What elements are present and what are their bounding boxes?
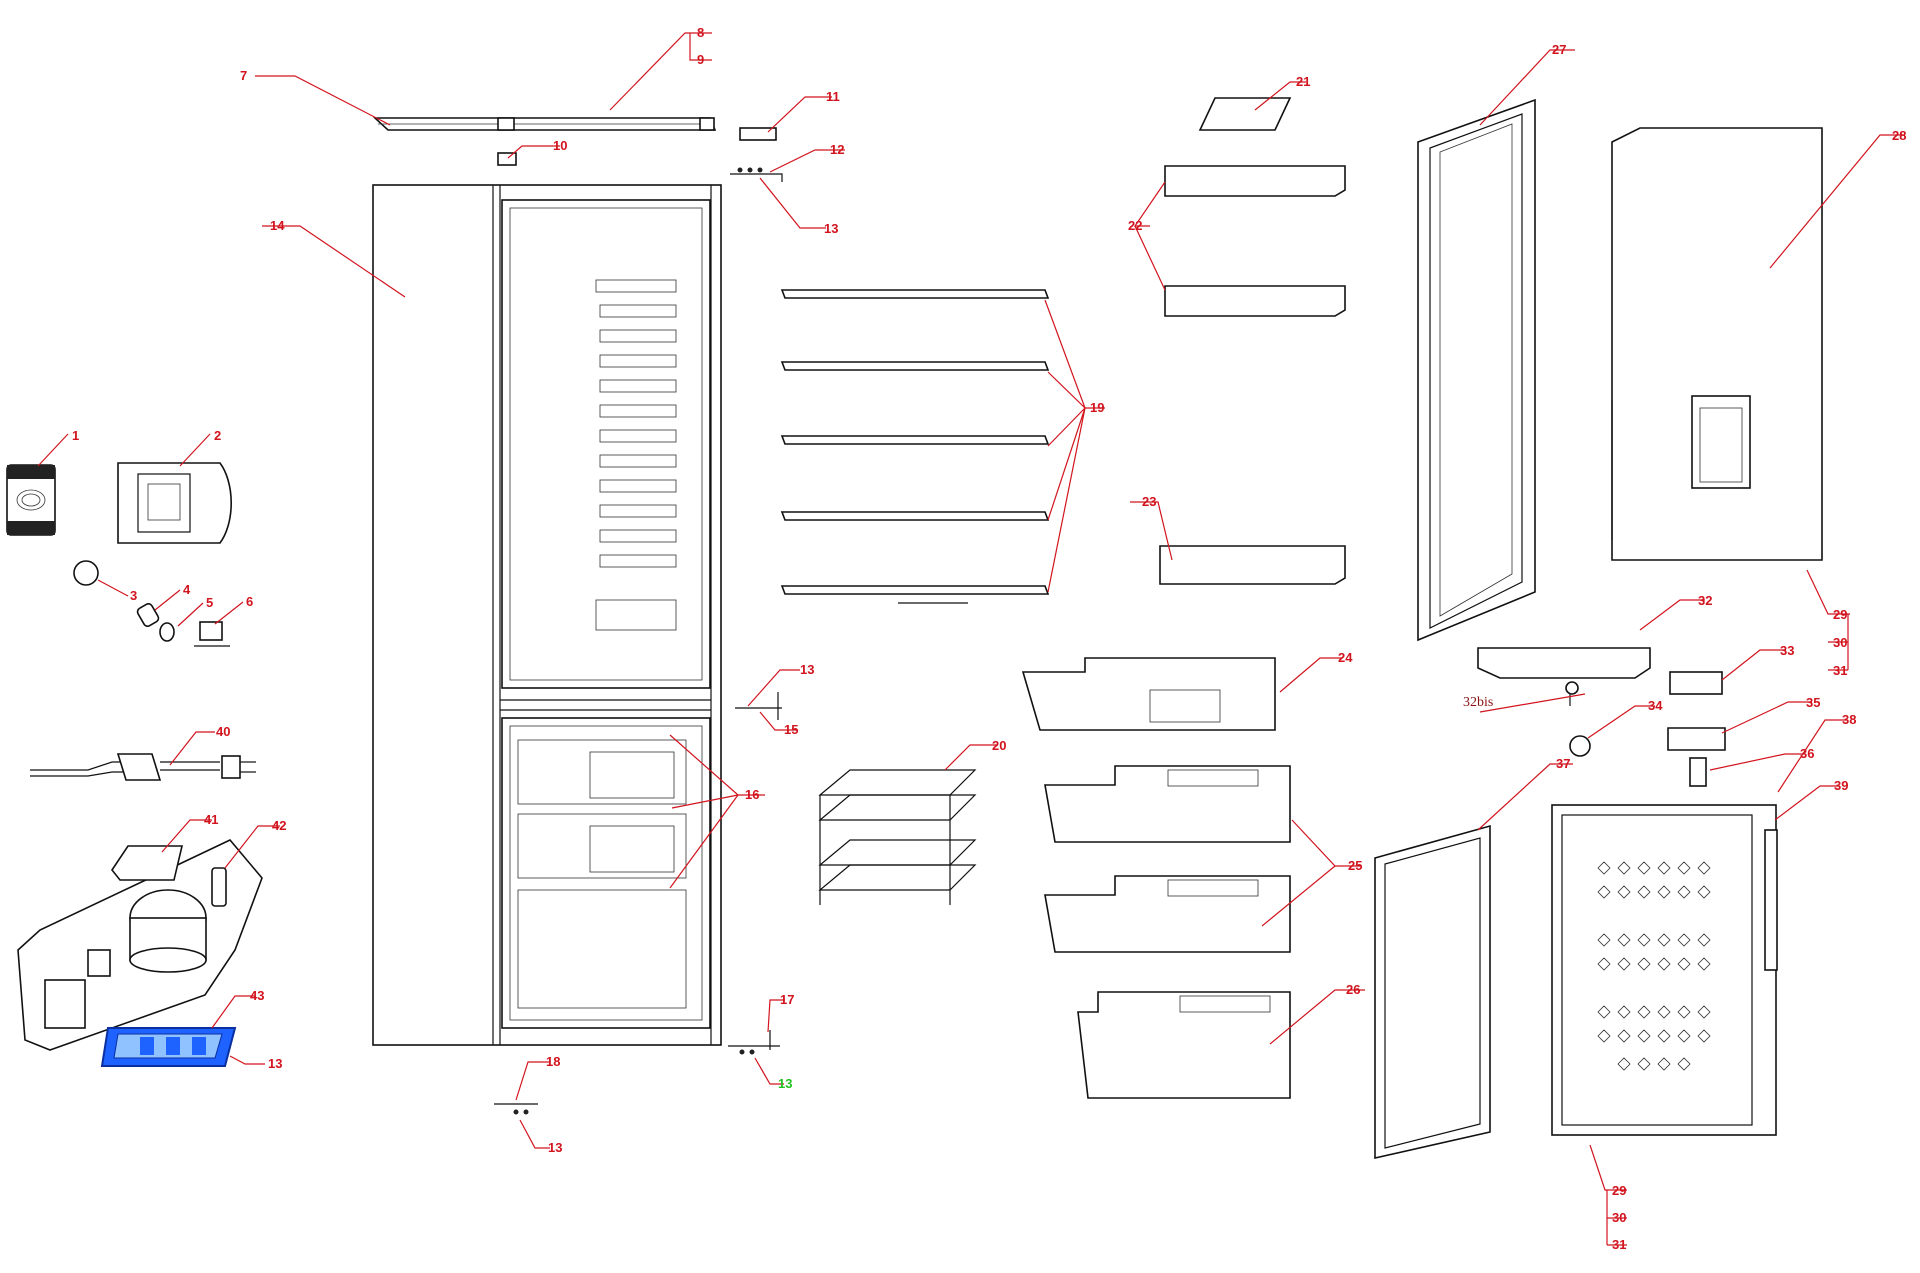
part-11-hinge-cap (739, 127, 777, 141)
label-33: 33 (1780, 643, 1794, 658)
label-13-mid: 13 (800, 662, 814, 677)
label-25: 25 (1348, 858, 1362, 873)
part-37-freezer-door-gasket (1374, 824, 1491, 1160)
part-6-switch (194, 621, 230, 647)
label-31-top: 31 (1833, 663, 1847, 678)
part-17-bottom-hinge (728, 1030, 780, 1055)
label-24: 24 (1338, 650, 1353, 665)
label-34: 34 (1648, 698, 1663, 713)
label-21: 21 (1296, 74, 1310, 89)
part-28-fridge-door (1611, 127, 1823, 561)
part-41-drip-tray (111, 845, 184, 881)
part-14-cabinet (372, 184, 722, 1046)
part-5-bulb (159, 622, 175, 642)
label-18: 18 (546, 1054, 560, 1069)
label-29-top: 29 (1833, 607, 1847, 622)
part-16-freezer-compartments (517, 739, 687, 1009)
label-28: 28 (1892, 128, 1906, 143)
label-41: 41 (204, 812, 218, 827)
label-36: 36 (1800, 746, 1814, 761)
label-22: 22 (1128, 218, 1142, 233)
label-38: 38 (1842, 712, 1856, 727)
part-3-knob (73, 560, 99, 586)
label-30-bottom: 30 (1612, 1210, 1626, 1225)
part-22-door-bins (1164, 165, 1346, 317)
label-20: 20 (992, 738, 1006, 753)
part-43-control-board (100, 1027, 237, 1067)
label-11: 11 (826, 89, 840, 104)
part-4-lamp-holder (136, 603, 160, 627)
part-10-plug (497, 152, 517, 166)
label-16: 16 (745, 787, 759, 802)
leader-lines (37, 32, 1905, 1246)
part-35-36-dispenser-parts (1667, 727, 1726, 787)
label-9: 9 (697, 52, 704, 67)
label-7: 7 (240, 68, 247, 83)
label-10: 10 (553, 138, 567, 153)
label-31-bottom: 31 (1612, 1237, 1626, 1252)
part-32-dispenser (1477, 647, 1651, 706)
part-12-top-hinge (730, 167, 783, 182)
part-1-light-cover (6, 464, 56, 536)
label-12: 12 (830, 142, 844, 157)
part-18-foot-bracket (494, 1103, 538, 1115)
part-labels: 1 2 3 4 5 6 7 8 9 10 11 12 13 14 13 15 1… (72, 25, 1906, 1252)
label-19: 19 (1090, 400, 1104, 415)
part-2-thermostat-box (117, 462, 232, 544)
part-20-wire-racks (818, 769, 977, 905)
label-6: 6 (246, 594, 253, 609)
part-23-door-bin-low (1159, 545, 1346, 585)
part-25-freezer-drawers (1044, 765, 1291, 953)
fridge-shelf-rails (595, 279, 677, 631)
label-30-top: 30 (1833, 635, 1847, 650)
part-7-top-cover (372, 117, 717, 131)
part-33-label (1669, 671, 1723, 695)
label-29-bottom: 29 (1612, 1183, 1626, 1198)
label-1: 1 (72, 428, 79, 443)
label-14: 14 (270, 218, 285, 233)
label-13-highlighted: 13 (778, 1076, 792, 1091)
label-4: 4 (183, 582, 191, 597)
label-37: 37 (1556, 756, 1570, 771)
part-24-crisper-top (1021, 657, 1276, 731)
label-42: 42 (272, 818, 286, 833)
label-35: 35 (1806, 695, 1820, 710)
label-40: 40 (216, 724, 230, 739)
part-compressor (44, 867, 227, 1029)
label-32: 32 (1698, 593, 1712, 608)
part-26-freezer-drawer-bottom (1077, 991, 1291, 1099)
label-8: 8 (697, 25, 704, 40)
label-43: 43 (250, 988, 264, 1003)
part-34-ring (1569, 735, 1591, 757)
label-27: 27 (1552, 42, 1566, 57)
part-27-fridge-door-gasket (1417, 98, 1536, 642)
label-39: 39 (1834, 778, 1848, 793)
label-15: 15 (784, 722, 798, 737)
label-13-board: 13 (268, 1056, 282, 1071)
label-5: 5 (206, 595, 213, 610)
label-26: 26 (1346, 982, 1360, 997)
label-13-top: 13 (824, 221, 838, 236)
label-23: 23 (1142, 494, 1156, 509)
part-19-glass-shelves (780, 289, 1050, 604)
part-15-hinge-mid (735, 692, 782, 720)
part-39-freezer-door (1551, 804, 1778, 1136)
part-21-egg-tray (1198, 97, 1292, 131)
label-3: 3 (130, 588, 137, 603)
label-13-foot: 13 (548, 1140, 562, 1155)
part-40-power-cord (30, 753, 256, 781)
label-17: 17 (780, 992, 794, 1007)
label-2: 2 (214, 428, 221, 443)
label-32bis: 32bis (1463, 695, 1493, 710)
